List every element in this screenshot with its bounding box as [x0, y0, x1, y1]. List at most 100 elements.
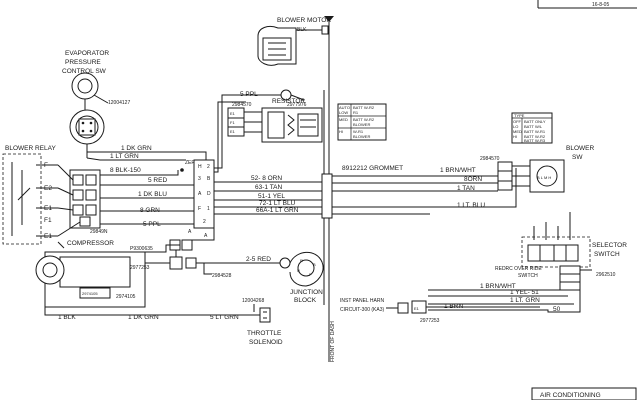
front-of-dash-label: FRONT OF DASH: [330, 321, 336, 362]
blower-tbl-v-1: BATT W/L: [524, 124, 543, 129]
wire-1-dk-grn-b: 1 DK GRN: [128, 314, 159, 321]
wire-63-tan: 63-1 TAN: [255, 184, 283, 191]
res-conn-pin-3: E1: [230, 129, 236, 134]
conn-pin-d: D: [207, 191, 211, 197]
wire-lt-blu: 1 LT. BLU: [457, 202, 485, 209]
res-tbl-v-0: BATT W-R2: [353, 105, 375, 110]
res-tbl-k-2: MED: [339, 117, 348, 122]
blower-switch: BLOWER SW B L M H: [524, 145, 594, 193]
evaporator-label-2: PRESSURE: [65, 59, 101, 66]
res-tbl-v-2: BATT W-R2: [353, 117, 375, 122]
evaporator-pressure-switch: EVAPORATOR PRESSURE CONTROL SW 12004127: [62, 50, 130, 158]
conn-pin-3: 3: [198, 176, 201, 182]
blower-switch-table: TYPE OFF BATT ONLY LO BATT W/L MED BATT …: [511, 112, 553, 144]
wire-51-yel: 51-1 YEL: [258, 193, 285, 200]
resistor-table: AUTO BATT W-R2 LOW R1 MED BATT W-R2 BLOW…: [337, 103, 387, 141]
relay-pin-4: F1: [44, 217, 52, 224]
part-2974105: 2974105: [116, 294, 136, 300]
relay-wiring: 8 BLK-150 ZERO 5 RED 1 DK BLU 8 GRN 5 PP…: [100, 160, 214, 228]
compressor-plate: 2974105: [82, 291, 98, 296]
resistor: RESISTOR: [261, 98, 323, 143]
part-p9300635: P9300635: [130, 246, 153, 252]
res-tbl-k-0: AUTO: [339, 105, 350, 110]
part-2977253-b: 2977253: [420, 318, 440, 324]
ppl-to-resistor: 5 PPL 2984570 2977976: [214, 89, 307, 173]
inst-panel-label-1: INST PANEL HARN: [340, 298, 384, 304]
title-block: AIR CONDITIONING: [531, 387, 637, 400]
wire-1-blk: 1 BLK: [58, 314, 76, 321]
conn-pin-f: F: [198, 206, 201, 212]
blower-switch-connector: 2984570: [480, 156, 524, 191]
corner-box-top: 16-8-05: [537, 0, 637, 9]
res-conn-pin-2: F1: [230, 120, 235, 125]
wire-brn-wht: 1 BRN/WHT: [440, 167, 476, 174]
wire-lt-grn-1: 1 LT GRN: [110, 153, 139, 160]
compressor-label: COMPRESSOR: [67, 240, 114, 247]
jb-n: N: [297, 268, 300, 273]
conn-pin-1: 1: [207, 206, 210, 212]
res-tbl-k-4: HI: [339, 129, 343, 134]
selector-switch: SELECTOR SWITCH 2962510 REDRC OVER RIDE …: [495, 212, 627, 291]
wire-brn-wht-b: 1 BRN/WHT: [480, 283, 516, 290]
conn-pin-b: B: [207, 176, 211, 182]
wire-lt-grn-b: 1 LT. GRN: [510, 297, 540, 304]
res-tbl-v-1: R1: [353, 110, 359, 115]
inst-panel-label-2: CIRCUIT-300 (KA3): [340, 307, 385, 313]
junction-block: 2-5 RED R B N P JUNCTION BLOCK: [246, 251, 324, 304]
resistor-label: RESISTOR: [272, 98, 305, 105]
conn-pin-2b: 2: [203, 219, 206, 225]
redrc-label-1: REDRC OVER RIDE: [495, 266, 542, 272]
relay-harness-block: 29849N: [57, 164, 108, 237]
part-2977253-a: 2977253: [130, 265, 150, 271]
dash-trunk: 52- 8 ORN 63-1 TAN 51-1 YEL 72-1 LT BLU …: [214, 173, 333, 219]
corner-code: 16-8-05: [592, 2, 609, 8]
compressor-connectors: P9300635 A A 2977253 2984528: [130, 224, 280, 279]
grommet-label: 8912212 GROMMET: [342, 165, 403, 172]
part-2984570-a: 2984570: [232, 102, 252, 108]
junction-label-2: BLOCK: [294, 297, 317, 304]
junction-label-1: JUNCTION: [290, 289, 323, 296]
wire-blk-150: 8 BLK-150: [110, 167, 141, 174]
selector-label-2: SWITCH: [594, 251, 620, 258]
throttle-label-1: THROTTLE: [247, 330, 282, 337]
redrc-label-2: SWITCH: [518, 273, 538, 279]
evap-part-number: 12004127: [108, 100, 130, 106]
resistor-connector: E1 F1 E1: [227, 107, 262, 137]
blower-tbl-v-3: BATT W-R2: [524, 134, 546, 139]
center-connector: H 2 3 B A D F 1 2: [193, 159, 215, 229]
conn-pin-2: 2: [207, 164, 210, 170]
wire-72-lt-blu: 72-1 LT BLU: [259, 200, 296, 207]
wire-zero: ZERO: [185, 160, 199, 166]
blower-tbl-v-4: BATT W-R3: [524, 138, 546, 143]
blower-tbl-title: TYPE: [514, 113, 525, 118]
blower-sw-label-2: SW: [572, 154, 583, 161]
selector-wiring: 1 BRN/WHT 1 YEL- 51 1 LT. GRN 50: [428, 283, 581, 313]
wire-dk-grn-1: 1 DK GRN: [121, 145, 152, 152]
res-tbl-v-5: BLOWER: [353, 134, 370, 139]
wire-yel-51: 1 YEL- 51: [510, 289, 539, 296]
blower-motor: BLOWER MOTOR BLK: [257, 16, 334, 66]
res-tbl-v-3: BLOWER: [353, 122, 370, 127]
evaporator-label-1: EVAPORATOR: [65, 50, 109, 57]
wire-dk-blu: 1 DK BLU: [138, 191, 167, 198]
res-conn-pin-1: E1: [230, 111, 236, 116]
relay-part-number: 29849N: [90, 229, 108, 235]
evaporator-label-3: CONTROL SW: [62, 68, 107, 75]
throttle-label-2: SOLENOID: [249, 339, 283, 346]
blower-tbl-k-1: LO: [513, 124, 518, 129]
jb-p: P: [309, 272, 312, 277]
part-12004268: 12004268: [242, 298, 264, 304]
blower-motor-label: BLOWER MOTOR: [277, 17, 331, 24]
blower-tbl-v-2: BATT W-R1: [524, 129, 546, 134]
selector-label-1: SELECTOR: [592, 242, 627, 249]
compressor: COMPRESSOR 2974105 2974105 1 BLK 1 DK GR…: [35, 240, 220, 321]
blower-sw-label-1: BLOWER: [566, 145, 594, 152]
wire-5-lt-grn: 5 LT GRN: [210, 314, 239, 321]
wire-a-1: A: [204, 233, 208, 239]
conn-pin-a: A: [198, 191, 202, 197]
part-2977976: 2977976: [287, 102, 307, 108]
jb-r: R: [300, 258, 303, 263]
wire-a-2: A: [188, 229, 192, 235]
wire-8-orn: 8ORN: [464, 176, 482, 183]
